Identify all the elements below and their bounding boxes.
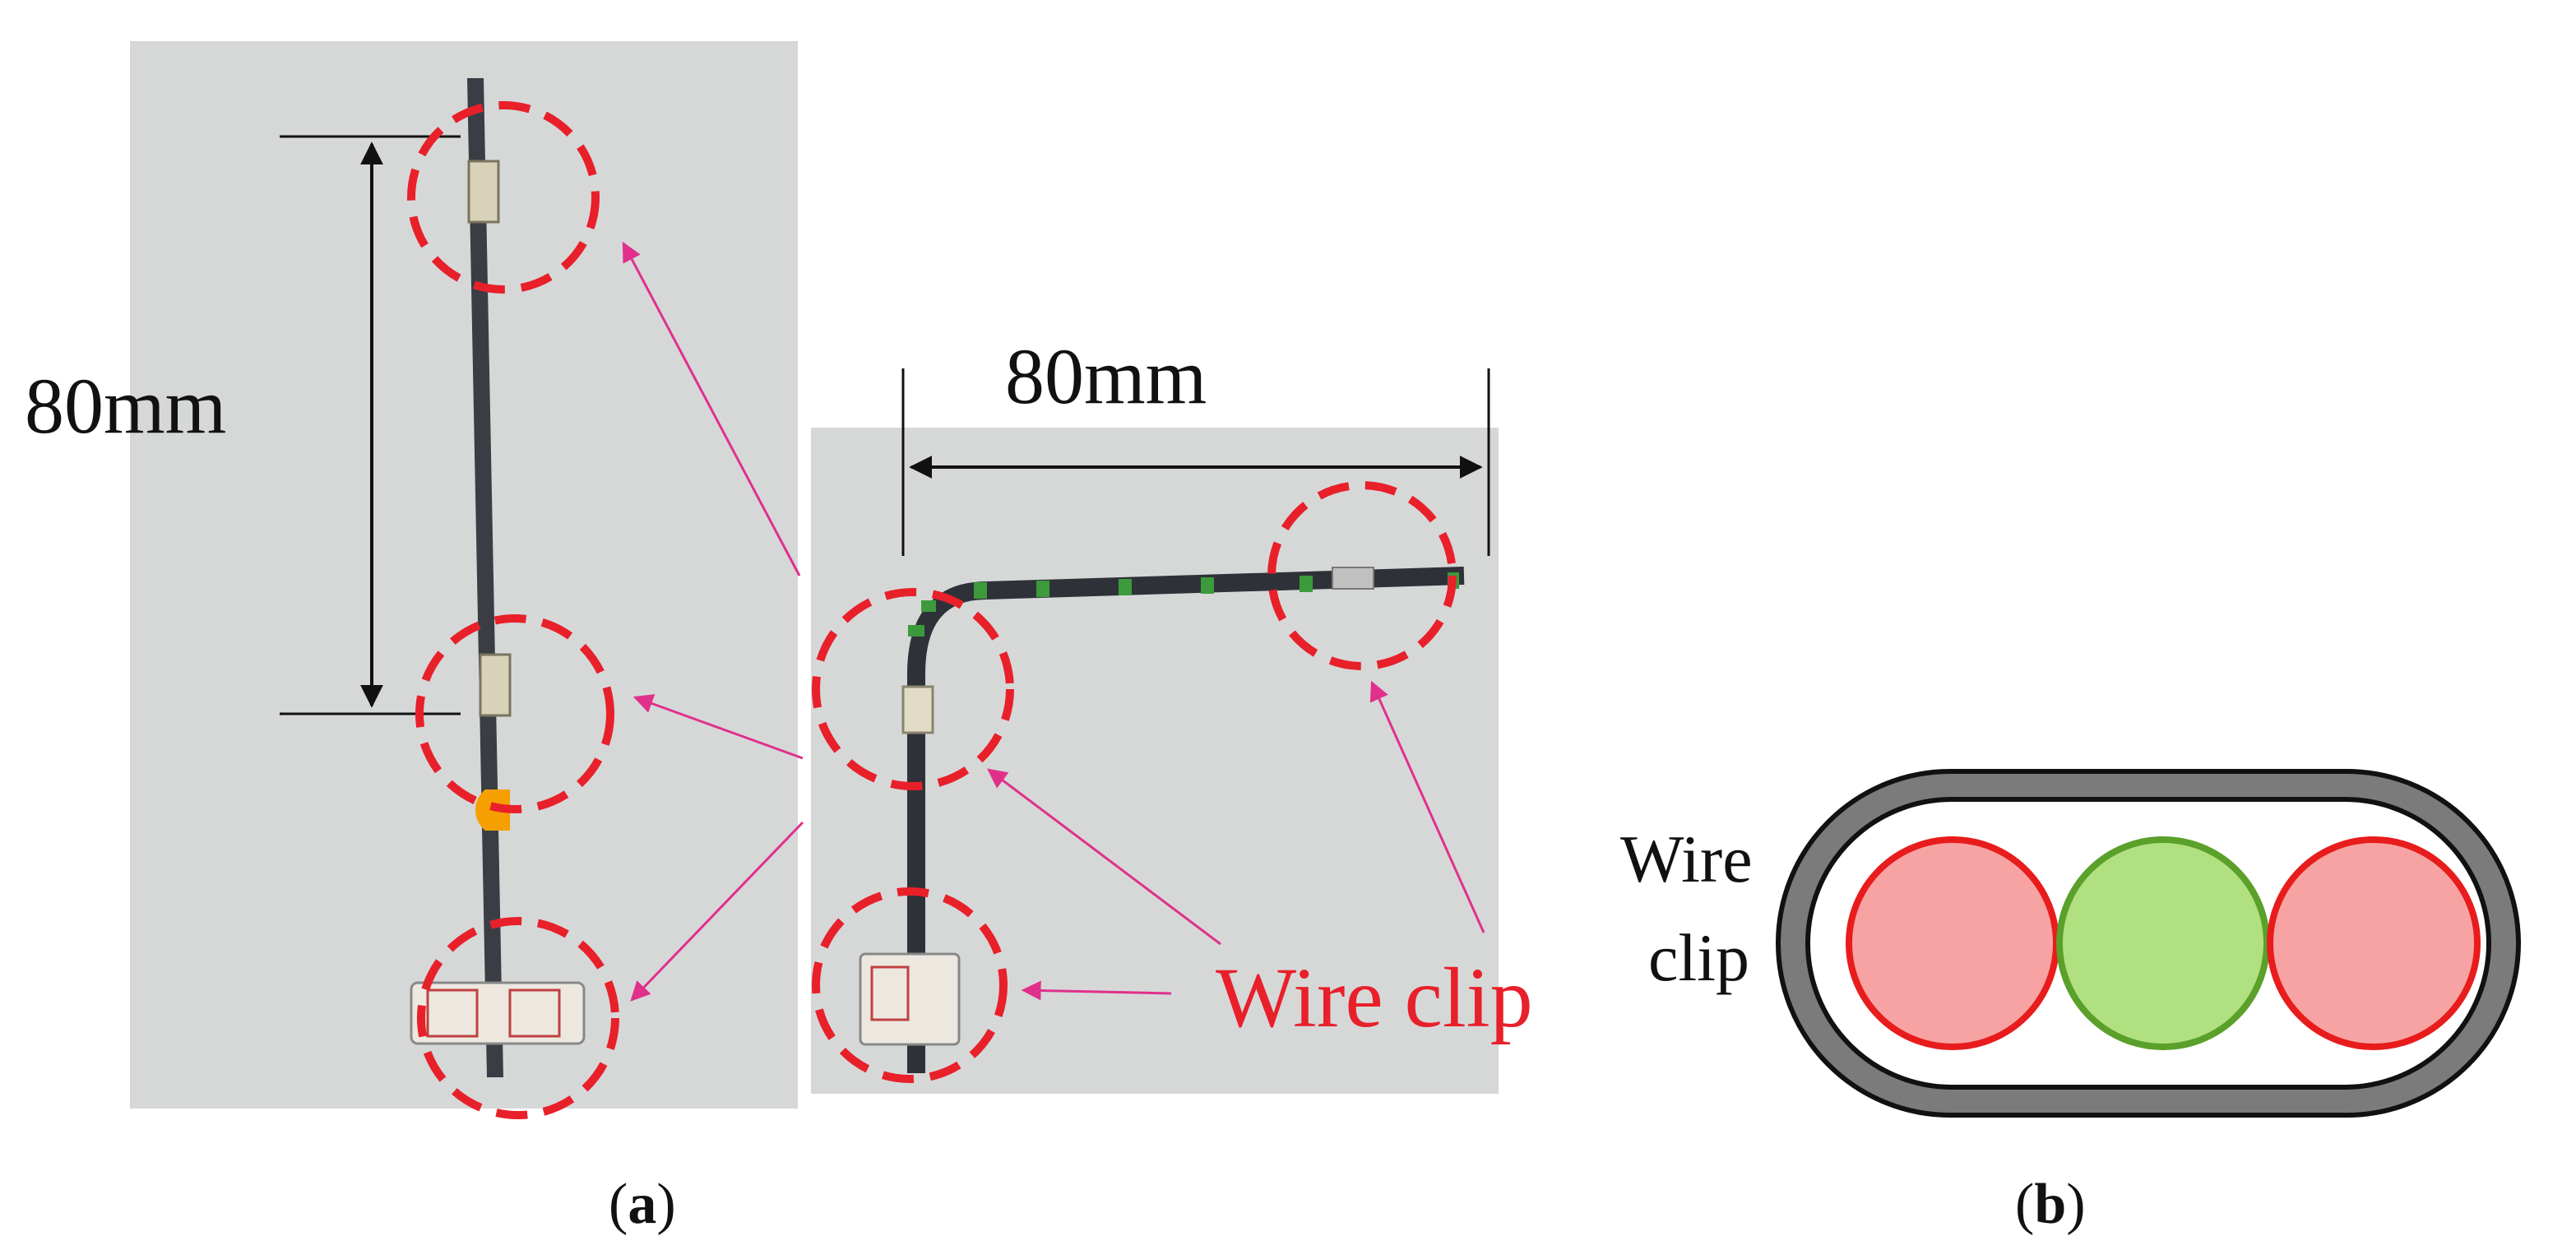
base-clip [410, 981, 586, 1045]
caption-a: (a) [609, 1173, 676, 1236]
middle-clip [479, 653, 512, 717]
vertical-dimension-label: 80mm [25, 362, 227, 450]
annotation-circle-bend [812, 588, 1014, 790]
annotation-circle-base [812, 887, 1008, 1083]
pointer-arrows [622, 241, 1485, 1002]
wire-green-center [2056, 836, 2270, 1050]
top-clip [467, 160, 500, 224]
caption-b: (b) [2015, 1173, 2086, 1236]
annotation-circle-top [407, 101, 600, 294]
horizontal-dimension-label: 80mm [1005, 332, 1207, 420]
bent-clip [901, 685, 934, 734]
caption-b-letter: b [2034, 1173, 2067, 1236]
wire-clip-cross-section [1776, 769, 2521, 1118]
wire-clip-callout: Wire clip [1216, 951, 1533, 1045]
annotation-circle-end [1267, 481, 1457, 670]
annotation-circle-middle [415, 614, 614, 813]
bent-base-clip [859, 952, 961, 1046]
green-marks [908, 572, 1459, 637]
wire-red-right [2267, 836, 2481, 1050]
wire-clip-label-line1: Wire [1620, 822, 1753, 896]
wire-red-left [1846, 836, 2059, 1050]
annotation-circle-bottom [417, 917, 619, 1119]
photo-straight-wire [130, 41, 798, 1119]
wire-clip-label-line2: clip [1648, 920, 1749, 995]
photo-bent-wire [811, 368, 1499, 1094]
caption-a-letter: a [628, 1173, 657, 1236]
